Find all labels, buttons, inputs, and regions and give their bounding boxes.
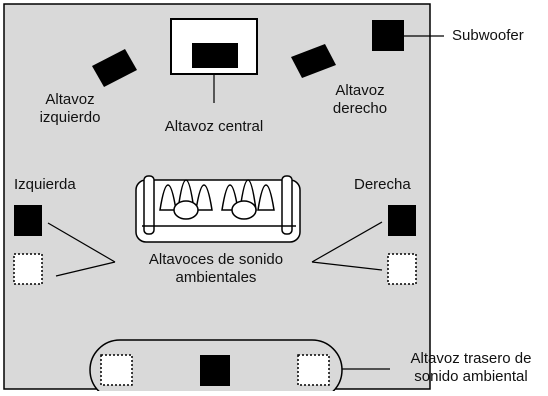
left-side-label: Izquierda <box>14 176 76 193</box>
rear-label: Altavoz trasero de sonido ambiental <box>394 350 548 386</box>
front-right-label-line1: Altavoz <box>335 82 385 99</box>
center-label: Altavoz central <box>164 118 264 135</box>
left-side-speaker <box>14 205 42 236</box>
rear-label-line2: sonido ambiental <box>414 368 528 385</box>
center-speaker <box>192 43 238 68</box>
rear-label-line1: Altavoz trasero de <box>410 350 532 367</box>
front-right-label: Altavoz derecho <box>320 82 400 118</box>
surround-label-line1: Altavoces de sonido <box>148 251 284 268</box>
right-side-speaker <box>388 205 416 236</box>
surround-label: Altavoces de sonido ambientales <box>130 251 302 287</box>
front-left-label-line1: Altavoz <box>45 91 95 108</box>
front-right-label-line2: derecho <box>332 100 388 117</box>
surround-pointer-lines <box>47 221 383 277</box>
subwoofer-speaker <box>372 20 404 51</box>
front-right-speaker <box>291 44 336 78</box>
rear-right-surround-speaker <box>297 354 330 386</box>
front-left-label-line2: izquierdo <box>39 109 101 126</box>
rear-left-surround-speaker <box>100 354 133 386</box>
left-surround-speaker <box>13 253 43 285</box>
front-left-speaker <box>92 49 137 87</box>
subwoofer-label: Subwoofer <box>452 27 524 44</box>
front-left-label: Altavoz izquierdo <box>30 91 110 127</box>
surround-label-line2: ambientales <box>175 269 257 286</box>
right-surround-speaker <box>387 253 417 285</box>
rear-center-speaker <box>200 355 230 386</box>
sofa-icon <box>135 175 301 243</box>
right-side-label: Derecha <box>354 176 411 193</box>
